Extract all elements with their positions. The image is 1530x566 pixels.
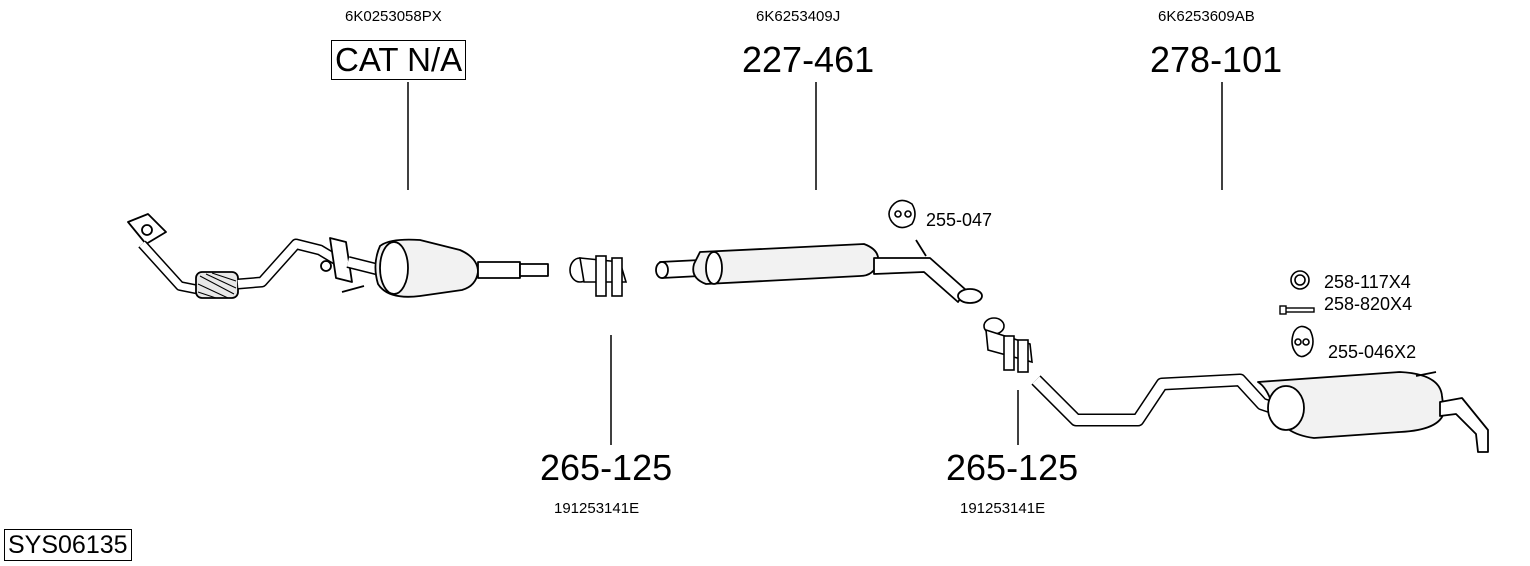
part-number-ring: 258-117X4 [1324, 272, 1411, 292]
oem-number-middle-silencer: 6K6253409J [756, 8, 841, 25]
bolt-icon [1279, 305, 1315, 315]
part-number-middle-silencer: 227-461 [742, 39, 875, 80]
part-number-cat: CAT N/A [331, 40, 467, 80]
clamp-1 [569, 255, 628, 297]
oem-number-clamp-2: 191253141E [960, 500, 1046, 517]
part-number-bolt: 258-820X4 [1324, 294, 1413, 314]
part-number-rear-silencer: 278-101 [1150, 39, 1283, 80]
rear-silencer [1031, 371, 1489, 453]
oem-number-cat: 6K0253058PX [345, 8, 442, 25]
ring-icon [1290, 270, 1310, 290]
oem-number-clamp-1: 191253141E [554, 500, 640, 517]
part-number-hanger-x2: 255-046X2 [1328, 342, 1417, 362]
hanger-icon [1291, 325, 1314, 358]
part-number-clamp-2: 265-125 [946, 447, 1079, 488]
part-number-clamp-1: 265-125 [540, 447, 673, 488]
system-code: SYS06135 [4, 529, 132, 561]
front-pipe-catalyst [127, 213, 549, 299]
oem-number-rear-silencer: 6K6253609AB [1158, 8, 1255, 25]
part-number-hanger: 255-047 [926, 210, 993, 230]
hanger-255-047 [888, 199, 916, 229]
clamp-2 [983, 317, 1033, 373]
middle-silencer [655, 239, 983, 304]
